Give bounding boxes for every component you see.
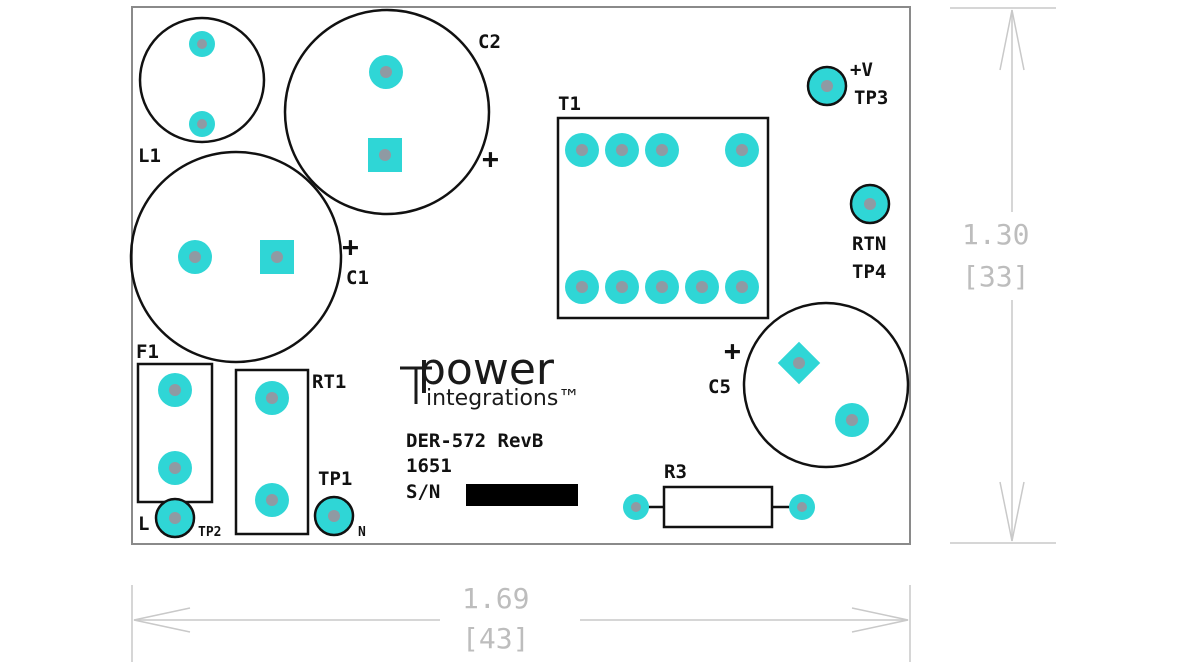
serial-label: S/N [406,481,440,503]
board-model: DER-572 RevB [406,430,543,452]
thermistor-rt1: RT1 [234,368,346,536]
test-point-tp3: +V TP3 [806,59,888,109]
label-tp2: TP2 [198,525,221,540]
height-mm: [33] [962,260,1029,293]
power-integrations-logo: power integrations™ [400,344,580,411]
l1-pad-1 [189,31,215,57]
resistor-r3: R3 [623,461,815,529]
t1-pins-bottom [565,270,759,304]
test-point-tp1: TP1 N [313,468,366,540]
serial-number-block [466,484,578,506]
c1-pad-square [260,240,294,274]
label-n: N [358,525,366,540]
c2-pad-square [368,138,402,172]
width-mm: [43] [462,622,529,655]
f1-pad-2 [158,451,192,485]
capacitor-c2: C2 + [283,8,501,216]
label-t1: T1 [558,93,581,115]
logo-integrations-text: integrations™ [426,386,580,411]
label-rtn: RTN [852,233,886,255]
c2-pad-round [369,55,403,89]
logo-power-text: power [418,344,555,395]
label-r3: R3 [664,461,687,483]
rt1-pad-2 [255,483,289,517]
c1-polarity-plus: + [342,230,359,263]
c1-pad-round [178,240,212,274]
label-f1: F1 [136,341,159,363]
r3-pad-1 [623,494,649,520]
rt1-pad-1 [255,381,289,415]
label-l1: L1 [138,145,161,167]
inductor-l1: L1 [138,16,266,167]
test-point-tp4: RTN TP4 [849,183,891,283]
c5-polarity-plus: + [724,334,741,367]
label-rt1: RT1 [312,371,346,393]
label-c5: C5 [708,376,731,398]
transformer-t1: T1 [556,93,770,320]
capacitor-c1: + C1 [129,150,369,364]
label-plus-v: +V [850,59,873,81]
board-outline [131,6,911,545]
board-info: DER-572 RevB 1651 S/N [406,430,578,506]
label-c2: C2 [478,31,501,53]
label-tp4: TP4 [852,261,886,283]
height-dimension: 1.30 [33] [950,7,1056,544]
l1-pad-2 [189,111,215,137]
width-inches: 1.69 [462,582,529,615]
board-date-code: 1651 [406,455,452,477]
test-point-tp2: L TP2 [138,497,221,540]
t1-pins-top [565,133,759,167]
label-l: L [138,513,149,535]
label-tp3: TP3 [854,87,888,109]
width-dimension: 1.69 [43] [131,582,911,662]
c5-pad-round [835,403,869,437]
f1-pad-1 [158,373,192,407]
fuse-f1: F1 [136,341,214,504]
r3-pad-2 [789,494,815,520]
height-inches: 1.30 [962,218,1029,251]
label-tp1: TP1 [318,468,352,490]
c2-polarity-plus: + [482,142,499,175]
label-c1: C1 [346,267,369,289]
